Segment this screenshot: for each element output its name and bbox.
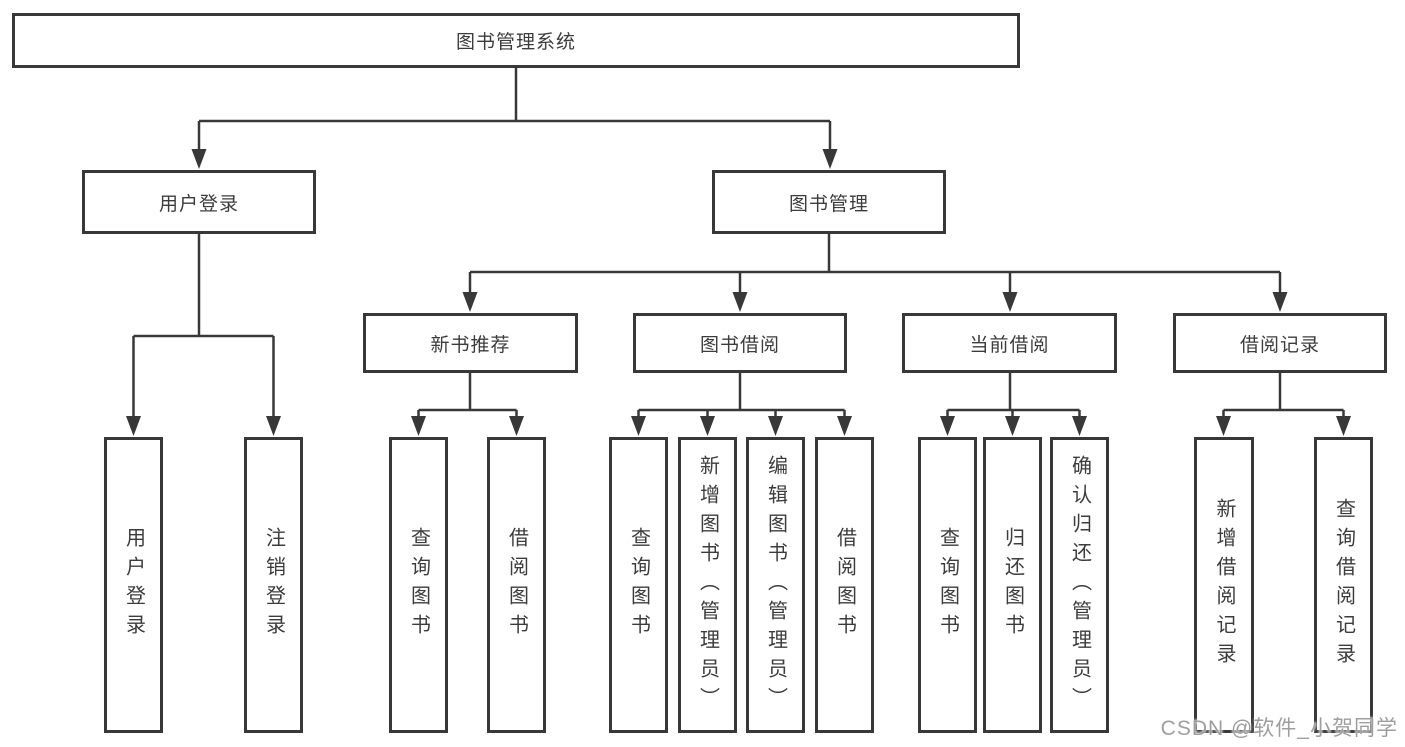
node-leaf-recommend-query-books-label: 查询图书: [407, 527, 430, 643]
node-leaf-edit-book-admin-label: 编辑图书（管理员）: [764, 454, 787, 716]
node-book-management: 图书管理: [712, 170, 946, 234]
node-book-management-label: 图书管理: [788, 193, 869, 215]
node-leaf-confirm-return-admin-label: 确认归还（管理员）: [1068, 454, 1091, 716]
node-leaf-logout: 注销登录: [244, 437, 303, 733]
node-leaf-add-book-admin-label: 新增图书（管理员）: [696, 454, 719, 716]
node-leaf-logout-label: 注销登录: [262, 527, 285, 643]
node-leaf-edit-book-admin: 编辑图书（管理员）: [746, 437, 805, 733]
node-book-borrowing: 图书借阅: [633, 313, 847, 373]
node-user-login: 用户登录: [82, 170, 316, 234]
node-leaf-recommend-query-books: 查询图书: [389, 437, 448, 733]
node-leaf-add-borrow-record-label: 新增借阅记录: [1213, 498, 1235, 672]
node-root-label: 图书管理系统: [455, 32, 576, 53]
node-leaf-login: 用户登录: [104, 437, 163, 733]
node-leaf-login-label: 用户登录: [122, 527, 145, 643]
node-leaf-borrow-query-books-label: 查询图书: [627, 527, 650, 643]
node-leaf-borrow-books: 借阅图书: [815, 437, 874, 733]
node-leaf-borrow-books-label: 借阅图书: [833, 527, 856, 643]
node-leaf-current-query-books: 查询图书: [918, 437, 977, 733]
node-user-login-label: 用户登录: [158, 193, 239, 215]
node-leaf-borrow-query-books: 查询图书: [609, 437, 668, 733]
node-current-borrowing-label: 当前借阅: [969, 334, 1050, 356]
node-new-book-recommend-label: 新书推荐: [430, 334, 511, 356]
node-borrowing-records: 借阅记录: [1173, 313, 1387, 373]
node-leaf-add-borrow-record: 新增借阅记录: [1194, 437, 1254, 733]
node-leaf-return-book: 归还图书: [983, 437, 1042, 733]
watermark: CSDN @软件_小贺同学: [1160, 717, 1398, 740]
arrowhead-icons: [126, 149, 1351, 436]
node-leaf-return-book-label: 归还图书: [1001, 527, 1024, 643]
node-book-borrowing-label: 图书借阅: [699, 334, 780, 356]
node-leaf-confirm-return-admin: 确认归还（管理员）: [1050, 437, 1109, 733]
node-leaf-query-borrow-record-label: 查询借阅记录: [1332, 498, 1355, 672]
node-leaf-recommend-borrow-books-label: 借阅图书: [505, 527, 528, 643]
node-leaf-current-query-books-label: 查询图书: [936, 527, 959, 643]
node-root: 图书管理系统: [12, 13, 1020, 68]
node-new-book-recommend: 新书推荐: [363, 313, 578, 373]
node-current-borrowing: 当前借阅: [902, 313, 1117, 373]
node-borrowing-records-label: 借阅记录: [1239, 334, 1320, 356]
node-leaf-recommend-borrow-books: 借阅图书: [487, 437, 546, 733]
node-leaf-add-book-admin: 新增图书（管理员）: [678, 437, 737, 733]
node-leaf-query-borrow-record: 查询借阅记录: [1314, 437, 1373, 733]
